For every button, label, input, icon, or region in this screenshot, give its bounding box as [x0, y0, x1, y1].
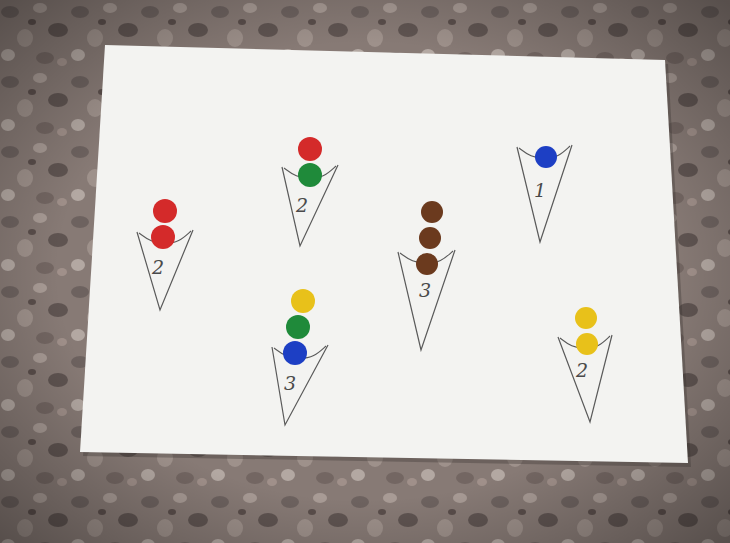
yellow-dot — [575, 307, 597, 329]
cone-rim — [400, 251, 453, 263]
cone-number: 2 — [296, 196, 308, 215]
cone-rim — [519, 146, 570, 158]
cone-number: 1 — [534, 181, 546, 200]
brown-dot — [419, 227, 441, 249]
ice-cream-cone: 2 — [137, 230, 193, 310]
cone-outline — [398, 250, 455, 350]
cone-rim — [284, 166, 336, 178]
cone-number: 3 — [419, 281, 431, 300]
red-dot — [151, 225, 175, 249]
cone-rim — [274, 346, 326, 358]
blue-dot — [535, 146, 557, 168]
cone-rim — [560, 336, 610, 348]
ice-cream-cone: 3 — [398, 250, 455, 350]
green-dot — [286, 315, 310, 339]
cone-side — [137, 230, 193, 310]
cone-side — [282, 165, 338, 246]
cone-number: 2 — [152, 258, 164, 277]
yellow-dot — [291, 289, 315, 313]
cone-outline — [137, 230, 193, 310]
paper-sheet — [80, 45, 688, 463]
cone-number: 3 — [284, 374, 296, 393]
cone-rim — [139, 231, 191, 243]
cone-side — [398, 250, 455, 350]
ice-cream-cone: 2 — [282, 165, 338, 246]
ice-cream-cone: 1 — [517, 145, 572, 242]
dot-group — [151, 137, 598, 365]
brown-dot — [421, 201, 443, 223]
blue-dot — [283, 341, 307, 365]
brown-dot — [416, 253, 438, 275]
cone-outline — [272, 345, 328, 425]
cone-number: 2 — [576, 361, 588, 380]
ice-cream-cone: 2 — [558, 335, 612, 422]
red-dot — [298, 137, 322, 161]
cone-outline — [282, 165, 338, 246]
red-dot — [153, 199, 177, 223]
cone-side — [272, 345, 328, 425]
cone-side — [558, 335, 612, 422]
yellow-dot — [576, 333, 598, 355]
green-dot — [298, 163, 322, 187]
cone-side — [517, 145, 572, 242]
ice-cream-cone: 3 — [272, 345, 328, 425]
